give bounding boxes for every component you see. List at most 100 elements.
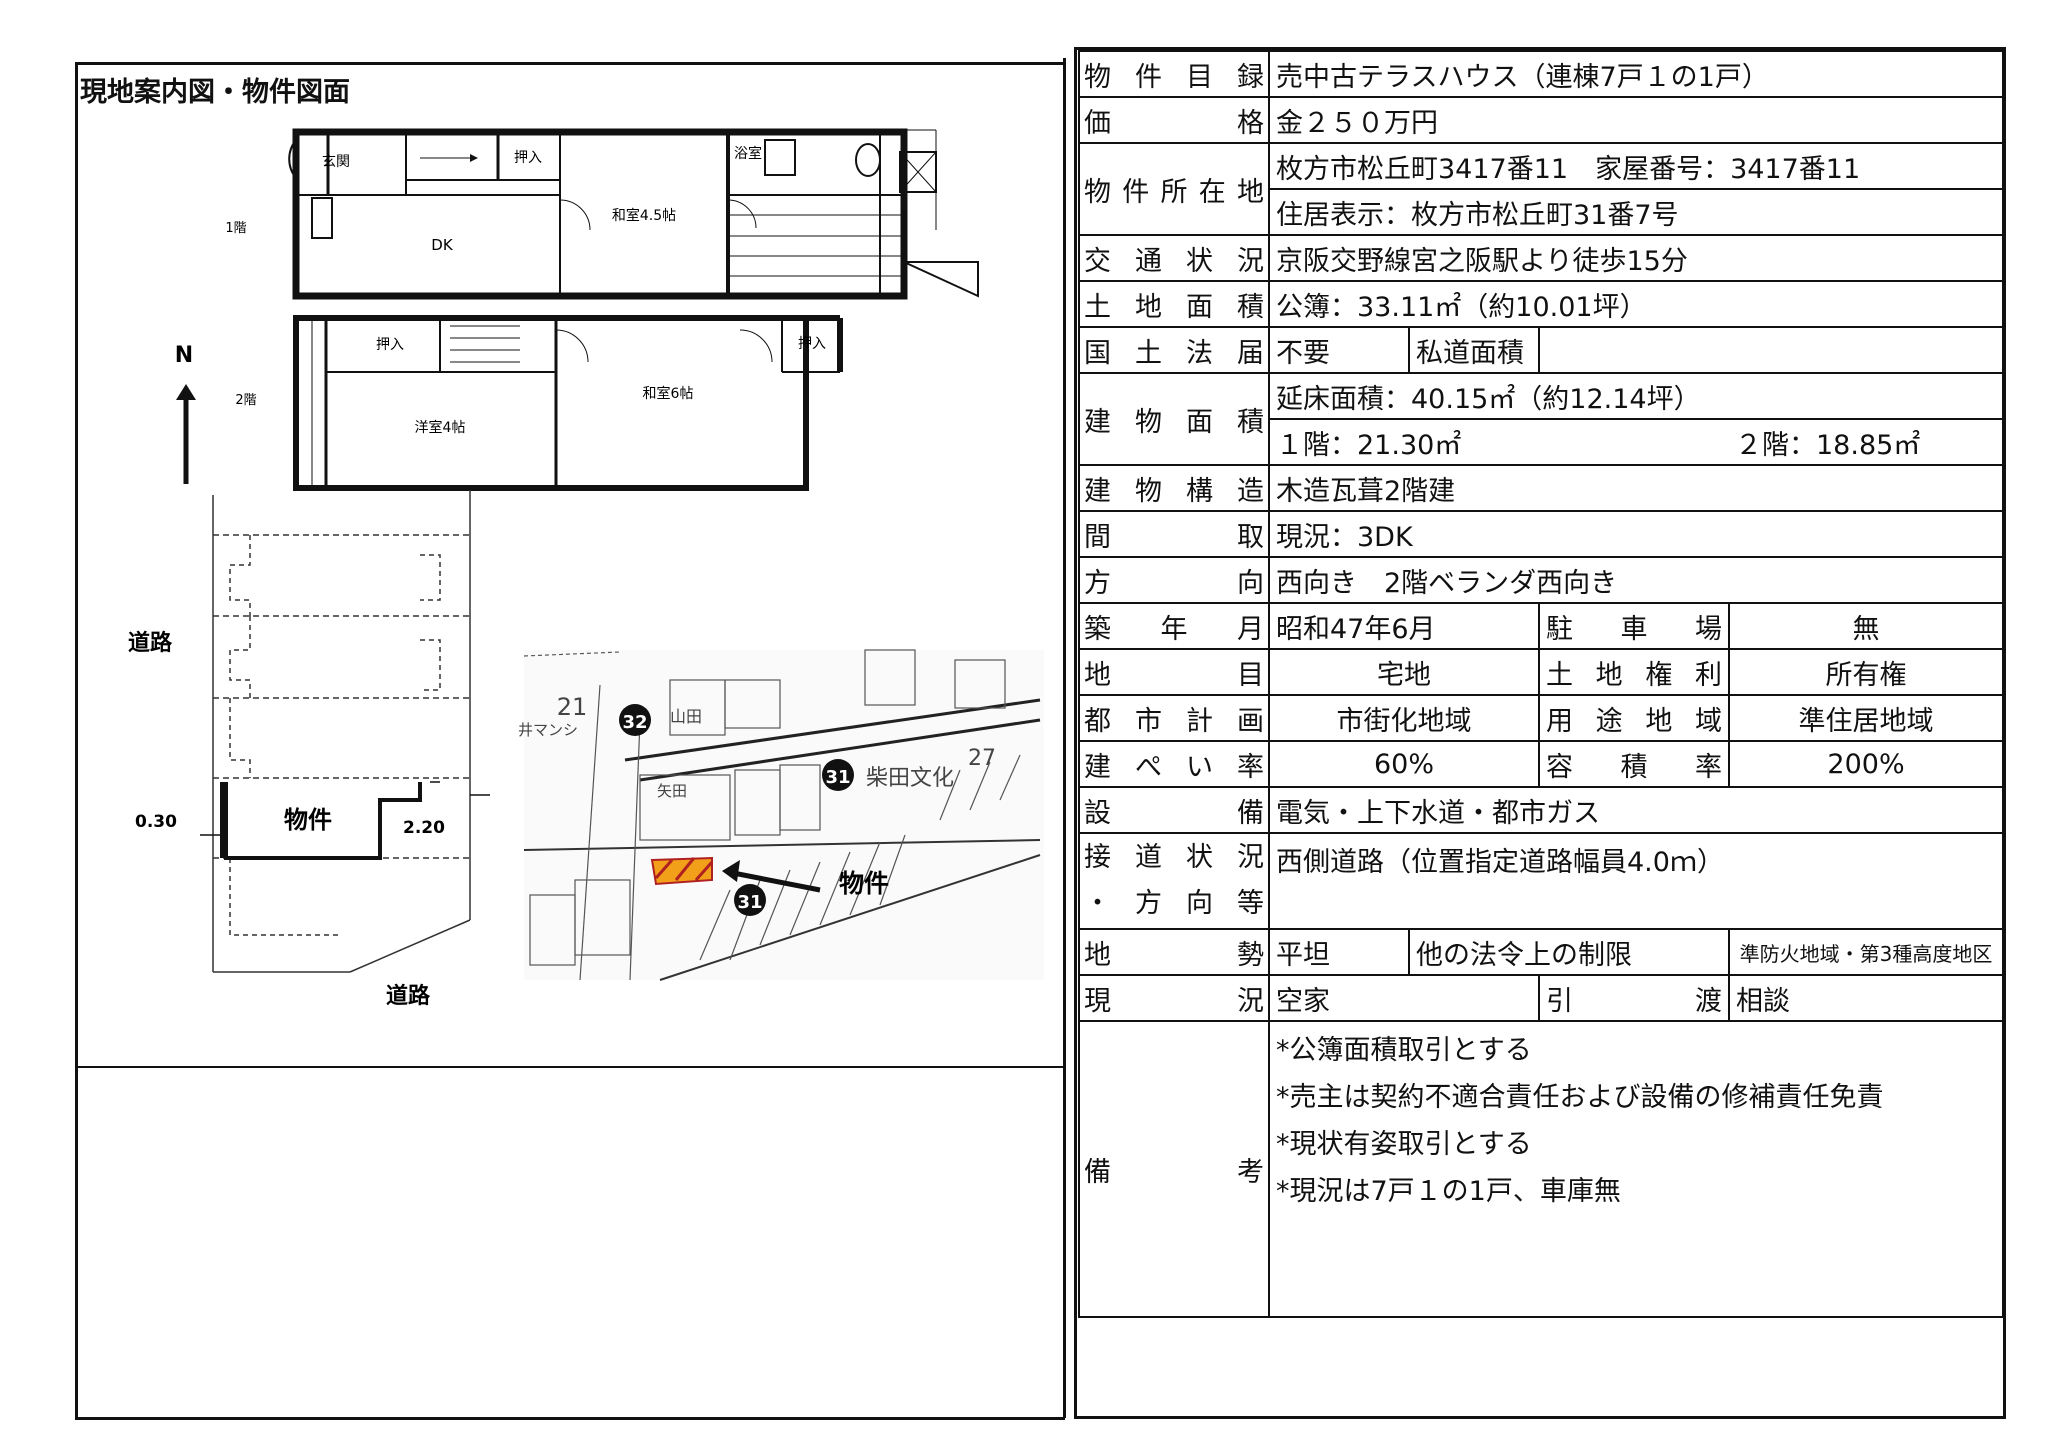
map-text-shibata: 柴田文化 — [866, 766, 954, 791]
road-west-label: 道路 — [128, 630, 173, 656]
bikou-note-1: *公簿面積取引とする — [1276, 1035, 1532, 1066]
label-setsudou-1: 接道状況 — [1084, 842, 1264, 873]
center-divider — [1063, 58, 1066, 1418]
row-chisei: 地勢 平坦 他の法令上の制限 準防火地域・第3種高度地区 — [1078, 928, 2005, 976]
map-badge-31b-text: 31 — [737, 892, 762, 913]
label-hourei: 他の法令上の制限 — [1408, 928, 1730, 976]
oshiire-label-1f: 押入 — [514, 150, 542, 166]
floor1-label: 1階 — [225, 221, 246, 236]
value-houkou: 西向き 2階ベランダ西向き — [1267, 556, 2005, 604]
north-label: N — [175, 343, 193, 368]
left-panel — [75, 62, 1065, 1068]
label-setsudou-2: ・方向等 — [1084, 888, 1264, 919]
label-setsubi-2: 備 — [1237, 797, 1264, 829]
map-text-21: 21 — [557, 693, 588, 721]
row-bikou: 備考 *公簿面積取引とする *売主は契約不適合責任および設備の修補責任免責 *現… — [1078, 1020, 2005, 1318]
map-badge-31a — [822, 759, 854, 791]
value-shidou-menseki — [1537, 326, 2005, 374]
value-kakaku: 金２５０万円 — [1267, 96, 2005, 144]
left-panel-bottom — [75, 1068, 1065, 1420]
value-tochi-kenri: 所有権 — [1727, 648, 2005, 696]
row-toshi: 都市計画 市街化地域 用途地域 準住居地域 — [1078, 694, 2005, 742]
value-tatemono-1: 延床面積：40.15㎡（約12.14坪） — [1267, 372, 2005, 420]
floor2-plan — [293, 315, 843, 491]
site-dim-right: 2.20 — [403, 818, 445, 838]
oshiire-label-2f-b: 押入 — [798, 336, 826, 352]
youshitsu4-label: 洋室4帖 — [415, 419, 466, 436]
label-youseki: 容積率 — [1546, 751, 1722, 783]
property-lot — [200, 781, 490, 860]
value-hikiwatashi: 相談 — [1727, 974, 2005, 1022]
label-tatemono-menseki: 建物面積 — [1084, 406, 1264, 438]
label-youto: 用途地域 — [1546, 705, 1722, 737]
label-chikunen: 築年月 — [1084, 613, 1264, 645]
row-houkou: 方向 西向き 2階ベランダ西向き — [1078, 556, 2005, 604]
value-shozaichi-1: 枚方市松丘町3417番11 家屋番号：3417番11 — [1267, 142, 2005, 190]
washitsu6-label: 和室6帖 — [643, 385, 694, 402]
label-koutsu: 交通状況 — [1084, 245, 1264, 277]
map-badge-32-text: 32 — [622, 712, 647, 733]
value-koutsu: 京阪交野線宮之阪駅より徒歩15分 — [1267, 234, 2005, 282]
label-chimoku-1: 地 — [1084, 659, 1111, 691]
label-genkyou-2: 況 — [1237, 985, 1264, 1017]
washitsu45-label: 和室4.5帖 — [612, 207, 676, 224]
label-bukken-mokuroku: 物件目録 — [1084, 61, 1264, 93]
value-bukken-mokuroku: 売中古テラスハウス（連棟7戸１の1戸） — [1267, 50, 2005, 98]
label-kenpei: 建ぺい率 — [1084, 751, 1264, 783]
label-shidou-menseki: 私道面積 — [1408, 326, 1540, 374]
label-kokudo: 国土法届 — [1084, 337, 1264, 369]
row-chimoku: 地目 宅地 土地権利 所有権 — [1078, 648, 2005, 696]
row-kakaku: 価格 金２５０万円 — [1078, 96, 2005, 144]
value-setsudou: 西側道路（位置指定道路幅員4.0ｍ） — [1267, 832, 2005, 930]
row-tatemono-2: １階：21.30㎡ ２階：18.85㎡ — [1079, 418, 2005, 466]
label-shozaichi: 物件所在地 — [1084, 176, 1264, 208]
oshiire-label-2f-a: 押入 — [376, 337, 404, 353]
map-text-yamada: 山田 — [670, 707, 702, 726]
yokushitsu-label: 浴室 — [734, 145, 762, 162]
spec-table: 物件目録 売中古テラスハウス（連棟7戸１の1戸） 価格 金２５０万円 物件所在地… — [1078, 50, 2005, 1318]
genkan-label: 玄関 — [322, 153, 350, 170]
row-setsudou: 接道状況 ・方向等 西側道路（位置指定道路幅員4.0ｍ） — [1078, 832, 2005, 930]
map-text-27: 27 — [968, 746, 996, 771]
row-kokudo: 国土法届 不要 私道面積 — [1078, 326, 2005, 374]
north-arrow-icon — [176, 384, 196, 484]
row-genkyou: 現況 空家 引渡 相談 — [1078, 974, 2005, 1022]
label-bikou-2: 考 — [1237, 1156, 1264, 1188]
area-map — [523, 649, 1044, 981]
row-tochi-menseki: 土地面積 公簿：33.11㎡（約10.01坪） — [1078, 280, 2005, 328]
site-dim-left: 0.30 — [135, 812, 177, 832]
value-chikunen: 昭和47年6月 — [1268, 602, 1540, 650]
row-koutsu: 交通状況 京阪交野線宮之阪駅より徒歩15分 — [1078, 234, 2005, 282]
bikou-note-2: *売主は契約不適合責任および設備の修補責任免責 — [1276, 1082, 1884, 1113]
value-youto: 準住居地域 — [1727, 694, 2005, 742]
map-badge-31a-text: 31 — [825, 767, 850, 788]
value-tochi-menseki: 公簿：33.11㎡（約10.01坪） — [1267, 280, 2005, 328]
value-madori: 現況：3DK — [1267, 510, 2005, 558]
row-bukken-mokuroku: 物件目録 売中古テラスハウス（連棟7戸１の1戸） — [1078, 50, 2005, 98]
value-youseki: 200% — [1727, 740, 2005, 788]
floor2-label: 2階 — [235, 393, 256, 408]
row-tatemono-1: 建物面積 延床面積：40.15㎡（約12.14坪） — [1078, 372, 2005, 466]
map-badge-31b — [734, 884, 766, 916]
label-tochi-kenri: 土地権利 — [1546, 659, 1722, 691]
label-hikiwatashi-2: 渡 — [1695, 985, 1722, 1017]
value-kouzou: 木造瓦葺2階建 — [1267, 464, 2005, 512]
left-title: 現地案内図・物件図面 — [80, 77, 350, 108]
label-toshi: 都市計画 — [1084, 705, 1264, 737]
label-madori-2: 取 — [1237, 521, 1264, 553]
floor-plan-and-map: 玄関 押入 和室4.5帖 浴室 DK 1階 押入 押入 洋室4帖 和室6帖 2階… — [128, 128, 1044, 1009]
value-genkyou: 空家 — [1268, 974, 1540, 1022]
label-chisei-1: 地 — [1084, 939, 1111, 971]
map-text-yada: 矢田 — [657, 782, 687, 800]
row-chikunen: 築年月 昭和47年6月 駐車場 無 — [1078, 602, 2005, 650]
label-chuushajou: 駐車場 — [1546, 613, 1722, 645]
road-south-label: 道路 — [386, 983, 431, 1009]
map-badge-32 — [619, 704, 651, 736]
label-kakaku-2: 格 — [1237, 107, 1264, 139]
label-tochi-menseki: 土地面積 — [1084, 291, 1264, 323]
value-chisei: 平坦 — [1268, 928, 1410, 976]
map-arrow-icon — [722, 860, 821, 893]
site-property-label: 物件 — [284, 806, 332, 834]
map-property-label: 物件 — [839, 869, 889, 898]
map-text-mansion: 井マンシ — [518, 721, 578, 739]
